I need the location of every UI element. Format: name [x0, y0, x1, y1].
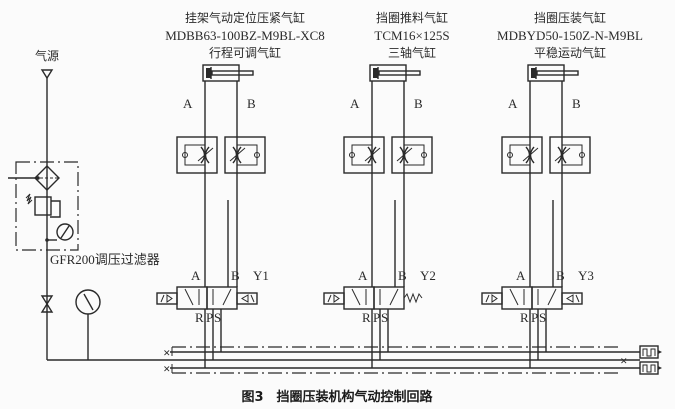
- regulator-feedback: [50, 200, 61, 218]
- filter-dot: [36, 176, 40, 180]
- flow-control-valve-icon[interactable]: [549, 136, 591, 174]
- plug-icon: ✕: [620, 356, 628, 366]
- frl-pressure-gauge-icon: [56, 223, 74, 241]
- solenoid-left-icon: [481, 292, 503, 305]
- port-p-label: P: [373, 310, 380, 325]
- solenoid-left-icon: [323, 292, 345, 305]
- valve-port-b: B: [398, 268, 407, 283]
- flow-control-valve-icon[interactable]: [224, 136, 266, 174]
- frl-unit: GFR200调压过滤器: [8, 161, 160, 267]
- valve-port-a: A: [516, 268, 526, 283]
- solenoid-label: Y3: [578, 268, 594, 283]
- filter-icon: [34, 165, 60, 191]
- directional-valve-y2[interactable]: [323, 286, 423, 310]
- frl-label: GFR200调压过滤器: [50, 252, 160, 267]
- cylinder-model: MDBB63-100BZ-M9BL-XC8: [165, 28, 325, 43]
- cylinder-icon: [369, 64, 421, 82]
- valve-port-b: B: [556, 268, 565, 283]
- figure-caption: 图3 挡圈压装机构气动控制回路: [241, 389, 433, 405]
- plug-icon: ✕: [163, 348, 171, 358]
- port-b-label: B: [247, 96, 256, 111]
- regulator-icon: [34, 196, 52, 216]
- solenoid-right-icon: [236, 292, 258, 305]
- valve-port-b: B: [231, 268, 240, 283]
- gauge-needle: [60, 225, 70, 239]
- port-p-label: P: [531, 310, 538, 325]
- main-gauge-needle: [83, 293, 94, 311]
- cylinder-desc: 平稳运动气缸: [534, 45, 606, 60]
- port-r-label: R: [362, 310, 371, 325]
- flow-control-valve-icon[interactable]: [501, 136, 543, 174]
- plug-icon: ✕: [163, 364, 171, 374]
- solenoid-right-icon: [561, 292, 583, 305]
- port-s-label: S: [214, 310, 221, 325]
- flow-control-valve-icon[interactable]: [391, 136, 433, 174]
- valve-port-a: A: [358, 268, 368, 283]
- air-source-label: 气源: [35, 48, 59, 63]
- air-source-triangle-icon: [40, 69, 54, 80]
- cylinder-name: 挂架气动定位压紧气缸: [185, 10, 305, 25]
- cylinder-desc: 行程可调气缸: [209, 45, 281, 60]
- solenoid-label: Y1: [253, 268, 269, 283]
- cylinder-model: MDBYD50-150Z-N-M9BL: [497, 28, 643, 43]
- air-source: 气源: [35, 48, 59, 360]
- shutoff-valve-icon[interactable]: [40, 295, 54, 313]
- directional-valve-y1[interactable]: [156, 286, 258, 310]
- spring-return-icon: [403, 292, 423, 304]
- cylinder-icon: [527, 64, 579, 82]
- flow-control-valve-icon[interactable]: [343, 136, 385, 174]
- port-r-label: R: [520, 310, 529, 325]
- port-a-label: A: [508, 96, 518, 111]
- port-a-label: A: [350, 96, 360, 111]
- port-b-label: B: [414, 96, 423, 111]
- regulator-spring-icon: [25, 193, 33, 205]
- flow-control-valve-icon[interactable]: [176, 136, 218, 174]
- port-s-label: S: [539, 310, 546, 325]
- cylinder-desc: 三轴气缸: [388, 45, 436, 60]
- manifold: ✕ ✕ ✕: [47, 345, 662, 375]
- port-r-label: R: [195, 310, 204, 325]
- circuit-c1: 挂架气动定位压紧气缸 MDBB63-100BZ-M9BL-XC8 行程可调气缸 A B A…: [156, 10, 325, 368]
- port-s-label: S: [381, 310, 388, 325]
- cylinder-name: 挡圈压装气缸: [534, 10, 606, 25]
- solenoid-left-icon: [156, 292, 178, 305]
- cylinder-icon: [202, 64, 254, 82]
- port-a-label: A: [183, 96, 193, 111]
- silencer-icon: [639, 361, 662, 375]
- frl-boundary: [15, 161, 79, 251]
- valve-port-a: A: [191, 268, 201, 283]
- main-pressure-gauge: [75, 289, 101, 360]
- cylinder-model: TCM16×125S: [374, 28, 449, 43]
- port-p-label: P: [206, 310, 213, 325]
- port-b-label: B: [572, 96, 581, 111]
- directional-valve-y3[interactable]: [481, 286, 583, 310]
- solenoid-label: Y2: [420, 268, 436, 283]
- silencer-icon: [639, 345, 662, 359]
- cylinder-name: 挡圈推料气缸: [376, 10, 448, 25]
